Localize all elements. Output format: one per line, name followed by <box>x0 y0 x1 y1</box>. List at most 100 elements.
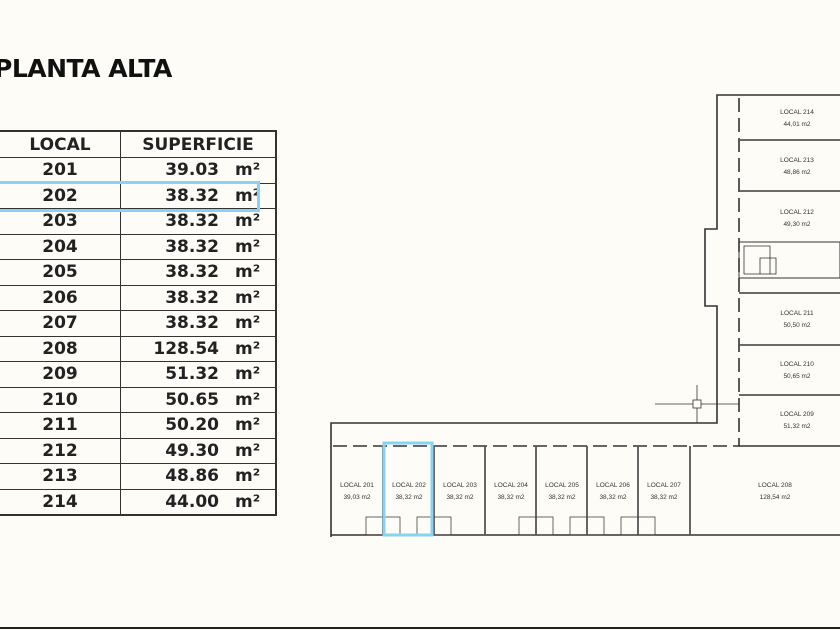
unit-area: 128,54 m2 <box>760 494 791 501</box>
table-row: 211 50.20 m² <box>0 412 277 439</box>
area-value: 51.32 m² <box>120 361 277 388</box>
area-number: 38.32 <box>165 211 219 232</box>
area-number: 50.65 <box>165 389 219 410</box>
local-number: 210 <box>0 386 121 413</box>
area-value: 44.00 m² <box>120 488 277 516</box>
area-unit: m² <box>235 389 261 410</box>
unit-name: LOCAL 211 <box>780 310 814 317</box>
unit-label: LOCAL 206 38,32 m2 <box>596 482 630 501</box>
plan-walls <box>330 94 840 537</box>
unit-name: LOCAL 208 <box>758 482 792 489</box>
unit-area: 38,32 m2 <box>395 494 422 501</box>
unit-area: 48,86 m2 <box>783 169 810 176</box>
unit-label: LOCAL 211 50,50 m2 <box>780 310 814 329</box>
area-unit: m² <box>235 185 261 206</box>
table-row: 203 38.32 m² <box>0 208 277 235</box>
unit-name: LOCAL 201 <box>340 482 374 489</box>
area-value: 38.32 m² <box>120 259 277 286</box>
area-unit: m² <box>235 287 261 308</box>
area-value: 38.32 m² <box>120 310 277 337</box>
area-unit: m² <box>235 160 261 181</box>
area-number: 38.32 <box>165 313 219 334</box>
column-header-superficie: SUPERFICIE <box>120 130 277 158</box>
unit-area: 50,65 m2 <box>783 373 810 380</box>
unit-area: 50,50 m2 <box>783 322 810 329</box>
highlighted-row-marker <box>0 181 260 212</box>
unit-area: 51,32 m2 <box>783 423 810 430</box>
unit-label: LOCAL 213 48,86 m2 <box>780 157 814 176</box>
stair-core <box>738 241 840 279</box>
unit-name: LOCAL 203 <box>443 482 477 489</box>
area-number: 49.30 <box>165 440 219 461</box>
table-row: 207 38.32 m² <box>0 310 277 337</box>
restroom-icon <box>569 516 605 536</box>
crosshair-marker <box>692 399 702 409</box>
area-number: 44.00 <box>165 491 219 512</box>
area-unit: m² <box>235 262 261 283</box>
unit-name: LOCAL 213 <box>780 157 814 164</box>
table-header: LOCAL SUPERFICIE <box>0 130 277 158</box>
area-unit: m² <box>235 415 261 436</box>
unit-area: 39,03 m2 <box>343 494 370 501</box>
outer-wall <box>330 94 840 537</box>
unit-area: 44,01 m2 <box>783 121 810 128</box>
area-unit: m² <box>235 491 261 512</box>
unit-area: 38,32 m2 <box>650 494 677 501</box>
column-header-local: LOCAL <box>0 130 121 158</box>
table-row: 214 44.00 m² <box>0 488 277 516</box>
area-number: 38.32 <box>165 236 219 257</box>
page-title: PLANTA ALTA <box>0 54 172 83</box>
unit-area: 49,30 m2 <box>783 221 810 228</box>
area-number: 38.32 <box>165 185 219 206</box>
local-number: 204 <box>0 233 121 260</box>
restroom-icon <box>620 516 656 536</box>
area-number: 38.32 <box>165 287 219 308</box>
area-value: 38.32 m² <box>120 182 277 209</box>
unit-name: LOCAL 206 <box>596 482 630 489</box>
unit-name: LOCAL 204 <box>494 482 528 489</box>
area-number: 128.54 <box>153 338 219 359</box>
area-number: 50.20 <box>165 415 219 436</box>
local-number: 207 <box>0 310 121 337</box>
area-unit: m² <box>235 364 261 385</box>
unit-label: LOCAL 205 38,32 m2 <box>545 482 579 501</box>
unit-label: LOCAL 209 51,32 m2 <box>780 411 814 430</box>
unit-area: 38,32 m2 <box>599 494 626 501</box>
area-value: 49.30 m² <box>120 437 277 464</box>
area-value: 38.32 m² <box>120 208 277 235</box>
area-unit: m² <box>235 440 261 461</box>
area-value: 39.03 m² <box>120 157 277 184</box>
area-unit: m² <box>235 211 261 232</box>
restroom-icon <box>416 516 452 536</box>
unit-name: LOCAL 209 <box>780 411 814 418</box>
area-unit: m² <box>235 313 261 334</box>
area-value: 50.20 m² <box>120 412 277 439</box>
area-number: 38.32 <box>165 262 219 283</box>
local-number: 203 <box>0 208 121 235</box>
divider-line <box>0 627 840 629</box>
highlighted-unit-202 <box>382 441 434 537</box>
area-number: 39.03 <box>165 160 219 181</box>
stair-icon <box>743 245 777 275</box>
local-number: 214 <box>0 488 121 516</box>
restroom-icon <box>518 516 554 536</box>
unit-area: 38,32 m2 <box>548 494 575 501</box>
unit-label: LOCAL 201 39,03 m2 <box>340 482 374 501</box>
unit-name: LOCAL 207 <box>647 482 681 489</box>
unit-name: LOCAL 205 <box>545 482 579 489</box>
local-number: 211 <box>0 412 121 439</box>
area-number: 51.32 <box>165 364 219 385</box>
